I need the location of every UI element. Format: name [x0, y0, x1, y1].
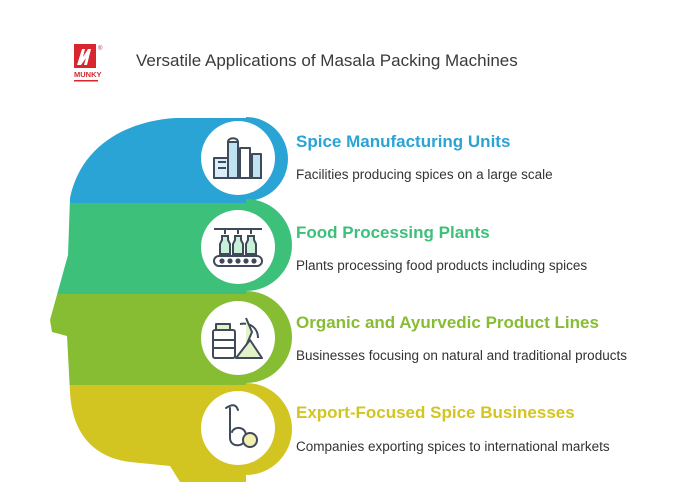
- export-spice-icon: [225, 404, 258, 448]
- item-desc-export-focused: Companies exporting spices to internatio…: [296, 439, 610, 454]
- registered-mark: ®: [98, 45, 103, 52]
- item-desc-spice-manufacturing: Facilities producing spices on a large s…: [296, 167, 553, 182]
- logo-text: MUNKY: [74, 70, 102, 79]
- page-title: Versatile Applications of Masala Packing…: [136, 51, 518, 70]
- application-item-4: Export-Focused Spice Businesses Companie…: [296, 403, 610, 454]
- item-desc-food-processing: Plants processing food products includin…: [296, 258, 588, 273]
- item-title-export-focused: Export-Focused Spice Businesses: [296, 403, 575, 422]
- organic-jar-icon: [212, 317, 263, 359]
- application-item-2: Food Processing Plants Plants processing…: [296, 223, 587, 273]
- item-desc-organic-ayurvedic: Businesses focusing on natural and tradi…: [296, 348, 627, 363]
- item-title-food-processing: Food Processing Plants: [296, 223, 490, 242]
- bottling-line-icon: [213, 228, 263, 267]
- application-item-1: Spice Manufacturing Units Facilities pro…: [296, 132, 553, 182]
- application-item-3: Organic and Ayurvedic Product Lines Busi…: [296, 313, 627, 363]
- munky-logo: ® MUNKY: [74, 44, 103, 82]
- factory-icon: [213, 137, 262, 179]
- item-title-spice-manufacturing: Spice Manufacturing Units: [296, 132, 511, 151]
- item-title-organic-ayurvedic: Organic and Ayurvedic Product Lines: [296, 313, 599, 332]
